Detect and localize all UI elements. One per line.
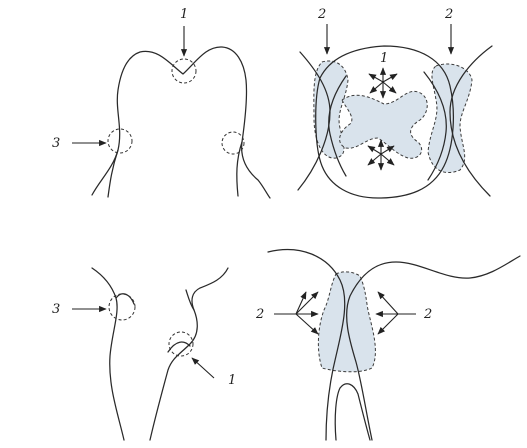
tooth-section-fissure bbox=[186, 290, 194, 310]
label-3: 3 bbox=[52, 136, 60, 151]
panel-bottom-left: 3 1 bbox=[52, 268, 236, 440]
contact-circle-right bbox=[222, 132, 244, 154]
force-arrows-left bbox=[274, 292, 318, 334]
root-outline bbox=[335, 384, 370, 440]
panel-bottom-right: 2 2 bbox=[255, 250, 520, 440]
label-3-bottom: 3 bbox=[52, 302, 60, 317]
label-2-right: 2 bbox=[444, 7, 453, 22]
panel-top-right: 2 2 1 bbox=[298, 7, 492, 198]
tooth-outline bbox=[92, 47, 270, 198]
arrow-diag-1 bbox=[192, 358, 214, 378]
label-2-bottom-left: 2 bbox=[255, 307, 264, 322]
label-2-left: 2 bbox=[317, 7, 326, 22]
central-shaded-area bbox=[340, 91, 428, 158]
tooth-section-right-outline bbox=[150, 268, 228, 440]
label-1-bottom: 1 bbox=[228, 373, 236, 388]
label-2-bottom-right: 2 bbox=[423, 307, 432, 322]
panel-top-left: 1 3 bbox=[52, 7, 270, 198]
label-1: 1 bbox=[180, 7, 188, 22]
force-arrows-right bbox=[376, 292, 416, 334]
tooth-section-cusp bbox=[116, 294, 134, 304]
label-1-center: 1 bbox=[380, 51, 388, 66]
inner-line-left bbox=[108, 150, 118, 197]
force-arrows-upper bbox=[369, 68, 397, 98]
contact-circle-top bbox=[172, 59, 196, 83]
